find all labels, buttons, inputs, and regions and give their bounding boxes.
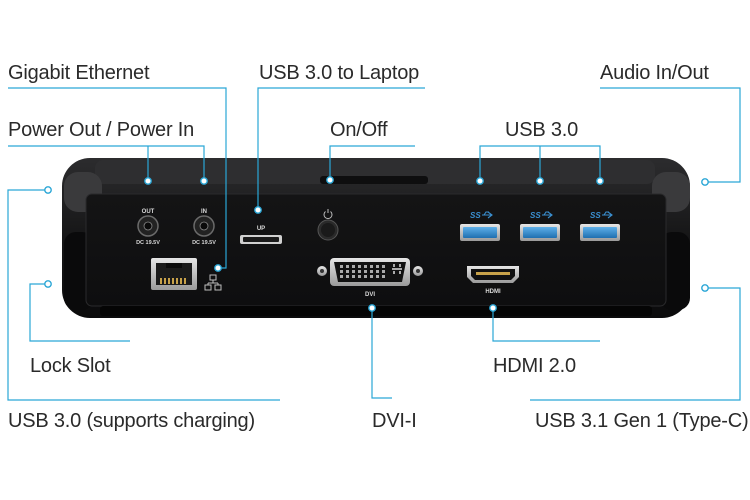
leader-usb30-charging <box>7 189 280 401</box>
device-top-ridge <box>95 160 655 184</box>
hdmi-port-label: HDMI <box>485 289 501 295</box>
up-port-label: UP <box>257 226 265 232</box>
leader-dvi <box>371 308 392 399</box>
leader-gigabit-ethernet <box>8 87 227 269</box>
usb-up-port: UP <box>240 226 282 244</box>
out-port-label: OUT <box>142 209 155 215</box>
power-button <box>317 209 339 241</box>
usb-icon <box>482 211 493 219</box>
usb-icon <box>542 211 553 219</box>
leader-audio-in-out <box>600 87 741 183</box>
ss-usb-logo-2: SS <box>530 211 541 220</box>
device-base <box>100 306 652 316</box>
dc-in-label: DC 19.5V <box>192 240 216 246</box>
ss-usb-logo-3: SS <box>590 211 601 220</box>
dc-out-label: DC 19.5V <box>136 240 160 246</box>
hdmi-port: HDMI <box>467 266 519 295</box>
label-dvi-i: DVI-I <box>372 410 417 432</box>
leader-usb30-to-laptop <box>257 87 425 210</box>
leader-usb31-typec <box>530 287 741 401</box>
usb-icon <box>602 211 613 219</box>
label-on-off: On/Off <box>330 119 388 141</box>
dvi-port-label: DVI <box>365 292 375 298</box>
leader-lock-slot <box>29 283 130 342</box>
label-audio-in-out: Audio In/Out <box>600 62 709 84</box>
leader-lines <box>7 87 741 401</box>
usb3-port-2: SS <box>520 211 560 241</box>
in-port-label: IN <box>201 209 207 215</box>
power-icon <box>323 209 333 220</box>
label-hdmi20: HDMI 2.0 <box>493 355 576 377</box>
right-side-grip <box>660 232 690 310</box>
label-usb30: USB 3.0 <box>505 119 579 141</box>
ss-usb-logo-1: SS <box>470 211 481 220</box>
network-icon <box>204 274 222 291</box>
power-out-jack: OUT DC 19.5V <box>136 209 160 246</box>
usb3-port-3: SS <box>580 211 620 241</box>
label-lock-slot: Lock Slot <box>30 355 111 377</box>
leader-hdmi <box>492 308 600 342</box>
label-usb30-charging: USB 3.0 (supports charging) <box>8 410 255 432</box>
label-gigabit-ethernet: Gigabit Ethernet <box>8 62 150 84</box>
leader-on-off <box>329 145 415 180</box>
power-in-jack: IN DC 19.5V <box>192 209 216 246</box>
ethernet-port <box>151 258 197 290</box>
dvi-port: DVI <box>317 258 423 298</box>
docking-station-body <box>62 158 690 318</box>
label-usb30-to-laptop: USB 3.0 to Laptop <box>259 62 420 84</box>
label-usb31-typec: USB 3.1 Gen 1 (Type-C) <box>535 410 749 432</box>
usb3-port-1: SS <box>460 211 500 241</box>
device-top-notch <box>320 176 428 184</box>
leader-endpoints <box>44 176 709 312</box>
leader-power-out-in <box>8 145 205 181</box>
label-power-out-in: Power Out / Power In <box>8 119 195 141</box>
